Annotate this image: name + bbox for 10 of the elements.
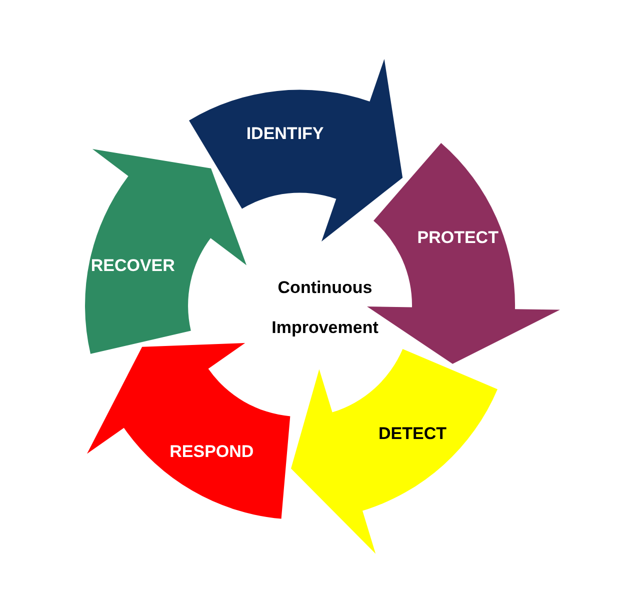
stage-label: IDENTIFY [246, 124, 324, 144]
stage-label: DETECT [378, 424, 446, 444]
stage-label: PROTECT [417, 228, 498, 248]
stage-label: RECOVER [90, 256, 175, 276]
stage-segment [84, 148, 246, 354]
center-label: Continuous Improvement [270, 277, 380, 339]
stage-segment [291, 348, 498, 554]
stage-segment [87, 343, 290, 520]
stage-label: RESPOND [170, 442, 254, 462]
stage-segment [189, 59, 403, 242]
